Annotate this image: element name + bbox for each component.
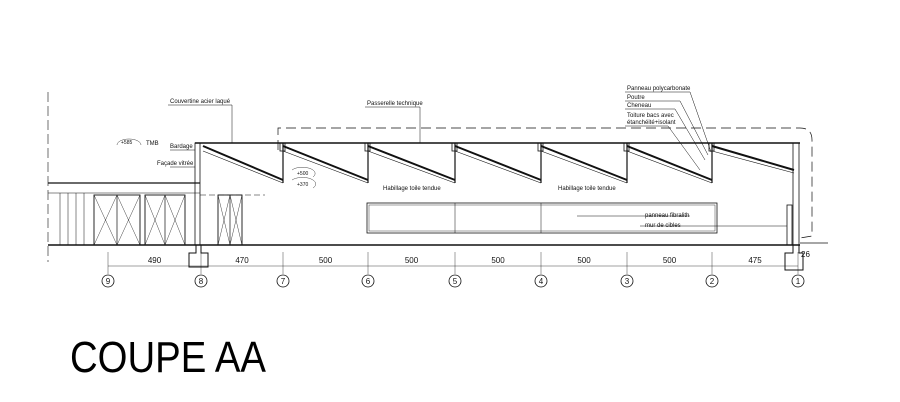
label-couvertine: Couvertine acier laqué	[170, 99, 231, 105]
roof-beam	[540, 145, 628, 181]
axis-marker-6: 6	[361, 274, 375, 288]
axis-label: 8	[199, 277, 204, 286]
label-bardage: Bardage	[170, 144, 193, 150]
edge-dimension: 26	[801, 250, 810, 259]
drawing-title: COUPE AA	[70, 333, 267, 382]
roof-beam	[454, 145, 542, 181]
roof-beam	[626, 145, 713, 181]
foundation-axis-1	[784, 245, 804, 271]
leader-lines	[168, 91, 787, 227]
roof-beam	[202, 145, 284, 181]
axis-label: 3	[625, 277, 630, 286]
label-panneau-polycarbonate: Panneau polycarbonate	[627, 86, 691, 92]
foundation-axis-8	[188, 245, 209, 268]
technical-walkway-outline	[277, 127, 813, 239]
label-passerelle: Passerelle technique	[367, 101, 423, 107]
level-marker-500: +500	[291, 166, 316, 178]
level-marker-370: +370	[291, 177, 316, 189]
dimension-value: 500	[319, 256, 333, 265]
wall-axis-1	[792, 142, 800, 246]
fibralith-panel	[366, 202, 718, 234]
dimension-value: 500	[577, 256, 591, 265]
axis-marker-1: 1	[791, 274, 805, 288]
level-marker-585: +585 TMB	[116, 138, 159, 147]
roof-beam	[282, 145, 369, 181]
sawtooth-roof	[202, 142, 795, 184]
roof-beam	[367, 145, 456, 181]
wall-axis-8	[194, 142, 201, 246]
axis-label: 6	[366, 277, 371, 286]
label-habillage-2: Habillage toile tendue	[558, 186, 616, 192]
roof-beam	[711, 145, 795, 171]
label-poutre: Poutre	[627, 95, 645, 101]
glazed-facade	[93, 194, 265, 246]
dimension-value: 500	[405, 256, 419, 265]
axis-marker-9: 9	[101, 274, 115, 288]
axis-label: 4	[539, 277, 544, 286]
dimension-value: 470	[235, 256, 249, 265]
dimension-value: 490	[148, 256, 162, 265]
svg-text:+500: +500	[297, 171, 308, 177]
label-toiture-1: Toiture bacs avec	[627, 113, 674, 119]
svg-text:+585: +585	[121, 140, 132, 146]
axis-label: 7	[281, 277, 286, 286]
axis-marker-4: 4	[534, 274, 548, 288]
dimension-value: 500	[491, 256, 505, 265]
label-cheneau: Cheneau	[627, 103, 651, 109]
axis-label: 2	[710, 277, 715, 286]
axis-label: 9	[106, 277, 111, 286]
label-fibralith: panneau fibralith	[645, 213, 689, 219]
svg-text:+370: +370	[297, 182, 308, 188]
axis-marker-5: 5	[448, 274, 462, 288]
adjacent-building	[47, 92, 800, 262]
axis-marker-7: 7	[276, 274, 290, 288]
label-facade: Façade vitrée	[157, 161, 194, 167]
label-toiture-2: étanchéité+isolant	[627, 120, 676, 126]
dimension-value: 500	[663, 256, 677, 265]
axis-label: 1	[796, 277, 801, 286]
label-mur-cibles: mur de cibles	[645, 223, 681, 229]
axis-marker-8: 8	[194, 274, 208, 288]
axis-marker-2: 2	[705, 274, 719, 288]
axis-marker-3: 3	[620, 274, 634, 288]
svg-text:TMB: TMB	[146, 141, 159, 147]
label-habillage-1: Habillage toile tendue	[383, 186, 441, 192]
dimension-value: 475	[748, 256, 762, 265]
axis-label: 5	[453, 277, 458, 286]
